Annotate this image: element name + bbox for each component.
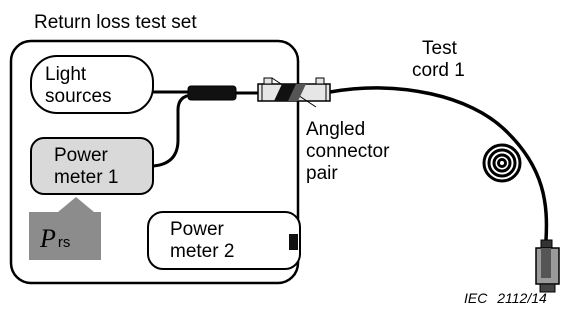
test-cord-line-1: Test: [422, 38, 457, 59]
coupler: [187, 85, 237, 101]
light-sources-line-2: sources: [45, 86, 112, 107]
test-cord-line-2: cord 1: [412, 60, 465, 81]
light-sources-box: [30, 55, 154, 114]
power-meter-1-line-1: Power: [54, 145, 108, 166]
figure-reference: IEC 2112/14: [464, 290, 547, 306]
prs-subscript: rs: [57, 234, 71, 251]
power-meter-2-line-1: Power: [170, 219, 224, 240]
power-meter-2-box: [147, 211, 301, 270]
connector-line-1: Angled: [306, 119, 366, 140]
power-meter-1-line-2: meter 1: [54, 167, 119, 188]
prs-arrow: [29, 197, 101, 260]
fibre-coil: [482, 143, 522, 183]
power-meter-2-port: [289, 234, 298, 250]
test-cord-label: Test cord 1: [412, 38, 465, 82]
test-set-enclosure: [9, 39, 300, 285]
prs-symbol: P: [40, 224, 56, 253]
power-meter-2-label: Power meter 2: [170, 219, 234, 263]
connector-line-3: pair: [306, 163, 338, 184]
light-sources-label: Light sources: [45, 64, 112, 108]
power-meter-1-label: Power meter 1: [54, 145, 118, 189]
power-meter-2-line-2: meter 2: [170, 241, 235, 262]
meter-fibre: [152, 93, 193, 168]
light-sources-line-1: Light: [45, 64, 87, 85]
connector-line-2: connector: [306, 141, 390, 162]
test-cord-plug: [535, 239, 560, 293]
test-set-title: Return loss test set: [34, 12, 197, 33]
test-cord-fibre: [329, 86, 549, 241]
connector-label: Angled connector pair: [306, 119, 389, 185]
angled-connector-pair: [257, 77, 331, 108]
